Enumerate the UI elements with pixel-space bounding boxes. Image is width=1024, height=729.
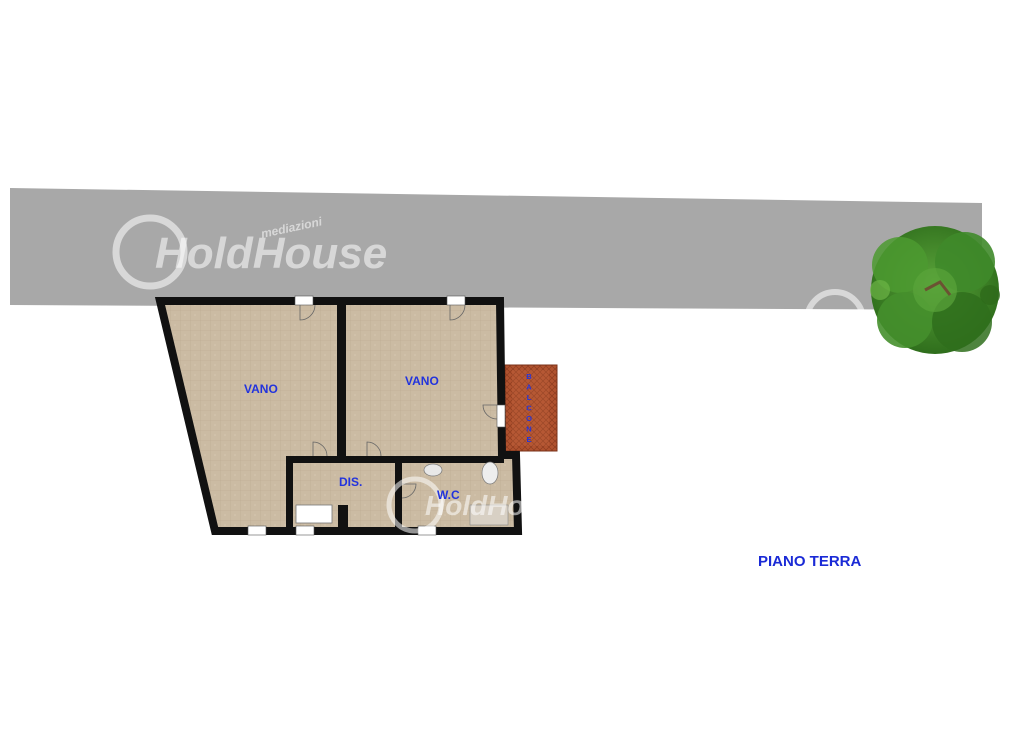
balcony-letter: N: [526, 425, 531, 434]
walls: [154, 297, 523, 535]
room-label-vano-left: VANO: [244, 382, 278, 396]
window-top-left: [294, 295, 314, 306]
window-bottom-mid: [295, 525, 315, 536]
door-swing-dis-left: [312, 441, 328, 457]
door-swing-dis-right: [366, 441, 382, 457]
balcony-letter: L: [527, 393, 532, 402]
watermark-right: [804, 289, 866, 351]
tree-icon: [870, 226, 1000, 354]
room-label-dis: DIS.: [339, 475, 362, 489]
door-swing-right-top: [449, 304, 466, 321]
road-strip: [10, 188, 982, 310]
shower-tray: [469, 504, 509, 526]
balcony-letter: B: [526, 372, 532, 381]
watermark-bottom: HoldHouse: [386, 476, 573, 534]
door-swings: [299, 304, 498, 499]
fixtures: [295, 461, 509, 526]
balcony: [504, 364, 558, 452]
balcony-letter: C: [526, 404, 532, 413]
balcony-letter: A: [526, 383, 532, 392]
door-swing-left-top: [299, 304, 316, 321]
toilet-fixture: [481, 461, 499, 485]
room-label-vano-right: VANO: [405, 374, 439, 388]
balcony-letter: E: [526, 435, 531, 444]
svg-text:HoldHouse: HoldHouse: [425, 490, 573, 521]
balcony-letter: O: [526, 414, 532, 423]
radiator-fixture: [295, 504, 333, 524]
room-label-wc: W.C: [437, 488, 460, 502]
door-swing-balcony: [482, 404, 498, 420]
balcony-door: [496, 404, 506, 428]
floor-label: PIANO TERRA: [758, 553, 862, 570]
watermark-top-left: HoldHouse mediazioni: [112, 214, 387, 290]
window-bottom-left: [247, 525, 267, 536]
door-swing-wc: [401, 483, 417, 499]
bidet-fixture: [423, 463, 443, 477]
svg-text:HoldHouse: HoldHouse: [155, 229, 387, 278]
window-top-right: [446, 295, 466, 306]
